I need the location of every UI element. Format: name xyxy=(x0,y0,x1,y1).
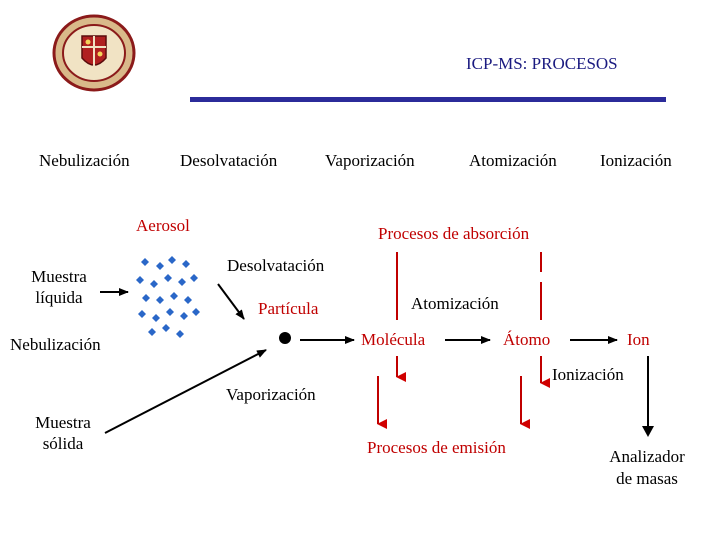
arrow-desolvatacion xyxy=(217,283,245,320)
label-nebulizacion: Nebulización xyxy=(10,335,101,354)
label-ionizacion: Ionización xyxy=(552,365,624,384)
aerosol-droplet xyxy=(141,258,149,266)
label-particula: Partícula xyxy=(258,299,319,318)
aerosol-droplet xyxy=(180,312,188,320)
aerosol-droplet xyxy=(156,296,164,304)
aerosol-droplet xyxy=(138,310,146,318)
aerosol-droplet xyxy=(168,256,176,264)
step-desolvatacion: Desolvatación xyxy=(180,151,278,170)
step-vaporizacion: Vaporización xyxy=(325,151,415,170)
aerosol-droplet xyxy=(152,314,160,322)
label-procesos-absorcion: Procesos de absorción xyxy=(378,224,530,243)
aerosol-droplet xyxy=(176,330,184,338)
aerosol-droplet xyxy=(142,294,150,302)
aerosol-droplet xyxy=(164,274,172,282)
aerosol-droplet xyxy=(170,292,178,300)
aerosol-droplet xyxy=(178,278,186,286)
aerosol-droplet xyxy=(156,262,164,270)
aerosol-droplets xyxy=(136,256,200,338)
label-muestra-liquida: Muestra líquida xyxy=(31,267,87,307)
label-atomizacion: Atomización xyxy=(411,294,499,313)
label-aerosol: Aerosol xyxy=(136,216,190,235)
label-vaporizacion: Vaporización xyxy=(226,385,316,404)
aerosol-droplet xyxy=(136,276,144,284)
aerosol-droplet xyxy=(190,274,198,282)
aerosol-droplet xyxy=(150,280,158,288)
aerosol-droplet xyxy=(192,308,200,316)
aerosol-droplet xyxy=(184,296,192,304)
aerosol-droplet xyxy=(162,324,170,332)
page-title: ICP-MS: PROCESOS xyxy=(466,54,618,73)
aerosol-droplet xyxy=(166,308,174,316)
arrow-solida-to-particula xyxy=(104,349,267,434)
aerosol-droplet xyxy=(182,260,190,268)
aerosol-droplet xyxy=(148,328,156,336)
label-analizador-masas: Analizador de masas xyxy=(609,447,685,488)
label-molecula: Molécula xyxy=(361,330,426,349)
step-nebulizacion: Nebulización xyxy=(39,151,130,170)
step-atomizacion: Atomización xyxy=(469,151,557,170)
university-seal-icon xyxy=(52,14,136,92)
particle-dot xyxy=(279,332,291,344)
title-rule xyxy=(190,97,666,102)
label-atomo: Átomo xyxy=(503,330,551,349)
label-ion: Ion xyxy=(627,330,650,349)
step-ionizacion: Ionización xyxy=(600,151,672,170)
label-procesos-emision: Procesos de emisión xyxy=(367,438,506,457)
label-muestra-solida: Muestra sólida xyxy=(35,413,91,453)
label-desolvatacion: Desolvatación xyxy=(227,256,325,275)
